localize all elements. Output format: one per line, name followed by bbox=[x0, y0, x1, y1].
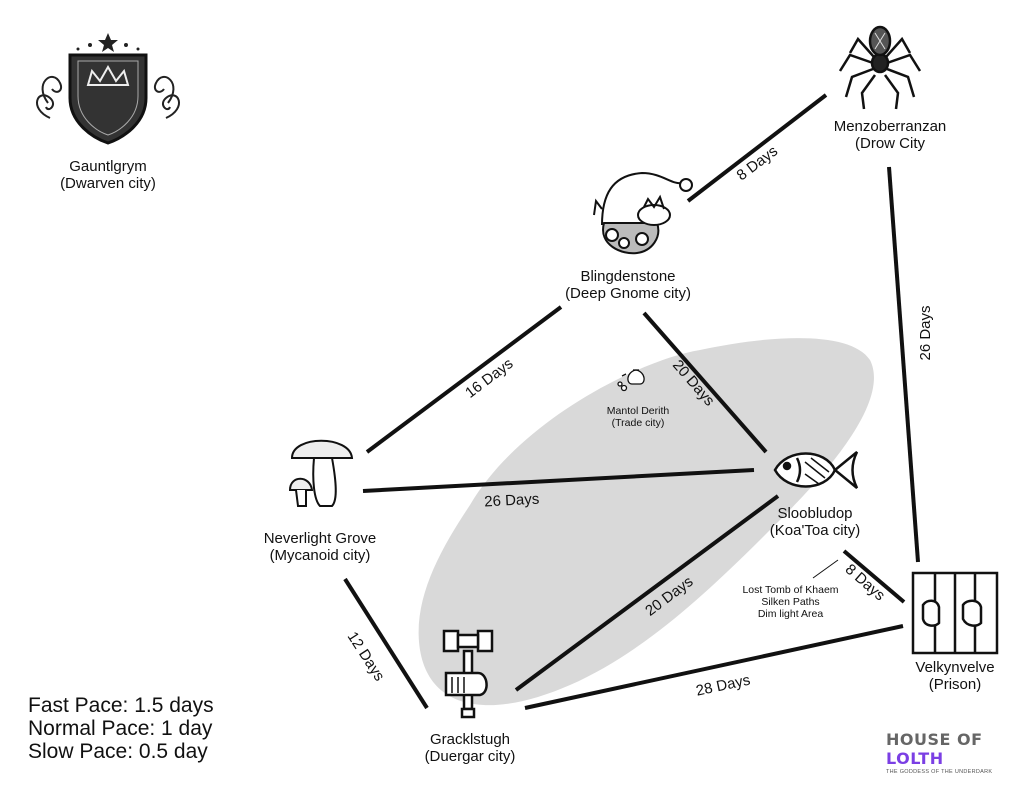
route-neverlight-gracklstugh bbox=[343, 577, 429, 710]
hammer-fist-icon bbox=[442, 629, 494, 719]
route-menzoberranzan-velkynvelve bbox=[887, 166, 920, 563]
city-subtitle: (Koa'Toa city) bbox=[769, 522, 861, 539]
location-label-lost-tomb: Lost Tomb of Khaem Silken Paths Dim ligh… bbox=[728, 584, 853, 620]
city-name: Gauntlgrym bbox=[69, 158, 147, 175]
crest-icon bbox=[36, 33, 180, 145]
city-subtitle: (Prison) bbox=[928, 676, 982, 693]
fish-icon bbox=[773, 451, 859, 489]
gnome-icon bbox=[593, 171, 693, 255]
route-gracklstugh-velkynvelve bbox=[524, 624, 904, 710]
city-name: Gracklstugh bbox=[429, 731, 511, 748]
location-line: Lost Tomb of Khaem bbox=[742, 584, 839, 596]
city-label-neverlight: Neverlight Grove (Mycanoid city) bbox=[250, 530, 390, 564]
route-label: 26 Days bbox=[484, 491, 540, 511]
city-name: Neverlight Grove bbox=[263, 530, 377, 547]
route-sloobludop-gracklstugh bbox=[514, 494, 780, 692]
prison-bars-icon bbox=[911, 571, 999, 655]
route-blingdenstone-menzoberranzan bbox=[686, 93, 828, 203]
route-lines bbox=[343, 93, 920, 710]
house-of-lolth-logo: HOUSE OF LOLTH THE GODDESS OF THE UNDERD… bbox=[886, 730, 1006, 775]
route-sloobludop-velkynvelve bbox=[842, 549, 906, 604]
brand-title: HOUSE OF LOLTH bbox=[886, 730, 1006, 768]
city-name: Velkynvelve bbox=[915, 659, 995, 676]
route-label: 28 Days bbox=[694, 672, 751, 700]
location-label-mantol-derith: Mantol Derith (Trade city) bbox=[588, 405, 688, 429]
route-blingdenstone-neverlight bbox=[365, 305, 563, 454]
brand-title-part2: LOLTH bbox=[886, 749, 944, 768]
tomb-pointer-line bbox=[812, 559, 839, 579]
city-subtitle: (Duergar city) bbox=[424, 748, 516, 765]
brand-tagline: THE GODDESS OF THE UNDERDARK bbox=[886, 769, 993, 775]
dim-light-region bbox=[418, 338, 874, 706]
spider-icon bbox=[838, 25, 922, 110]
city-name: Sloobludop bbox=[777, 505, 853, 522]
city-subtitle: (Dwarven city) bbox=[60, 175, 156, 192]
route-neverlight-sloobludop bbox=[362, 468, 755, 493]
route-blingdenstone-sloobludop bbox=[642, 311, 768, 454]
location-name: Mantol Derith bbox=[606, 405, 670, 417]
money-bag-icon bbox=[617, 369, 645, 392]
city-subtitle: (Deep Gnome city) bbox=[565, 285, 691, 302]
route-label: 26 Days bbox=[917, 305, 934, 360]
city-label-sloobludop: Sloobludop (Koa'Toa city) bbox=[750, 505, 880, 539]
city-subtitle: (Drow City bbox=[855, 135, 925, 152]
brand-title-part1: HOUSE OF bbox=[886, 730, 983, 749]
city-label-gracklstugh: Gracklstugh (Duergar city) bbox=[405, 731, 535, 765]
location-subtitle: (Trade city) bbox=[611, 417, 665, 429]
pace-legend: Fast Pace: 1.5 days Normal Pace: 1 day S… bbox=[28, 694, 214, 763]
city-name: Menzoberranzan bbox=[833, 118, 947, 135]
mushroom-icon bbox=[288, 439, 354, 507]
city-label-menzoberranzan: Menzoberranzan (Drow City bbox=[820, 118, 960, 152]
location-line: Silken Paths bbox=[761, 596, 820, 608]
city-label-gauntlgrym: Gauntlgrym (Dwarven city) bbox=[38, 158, 178, 192]
location-line: Dim light Area bbox=[757, 608, 824, 620]
legend-normal-pace: Normal Pace: 1 day bbox=[28, 717, 213, 740]
city-subtitle: (Mycanoid city) bbox=[269, 547, 371, 564]
city-label-blingdenstone: Blingdenstone (Deep Gnome city) bbox=[548, 268, 708, 302]
city-name: Blingdenstone bbox=[580, 268, 676, 285]
legend-fast-pace: Fast Pace: 1.5 days bbox=[28, 694, 214, 717]
city-label-velkynvelve: Velkynvelve (Prison) bbox=[895, 659, 1015, 693]
legend-slow-pace: Slow Pace: 0.5 day bbox=[28, 740, 208, 763]
